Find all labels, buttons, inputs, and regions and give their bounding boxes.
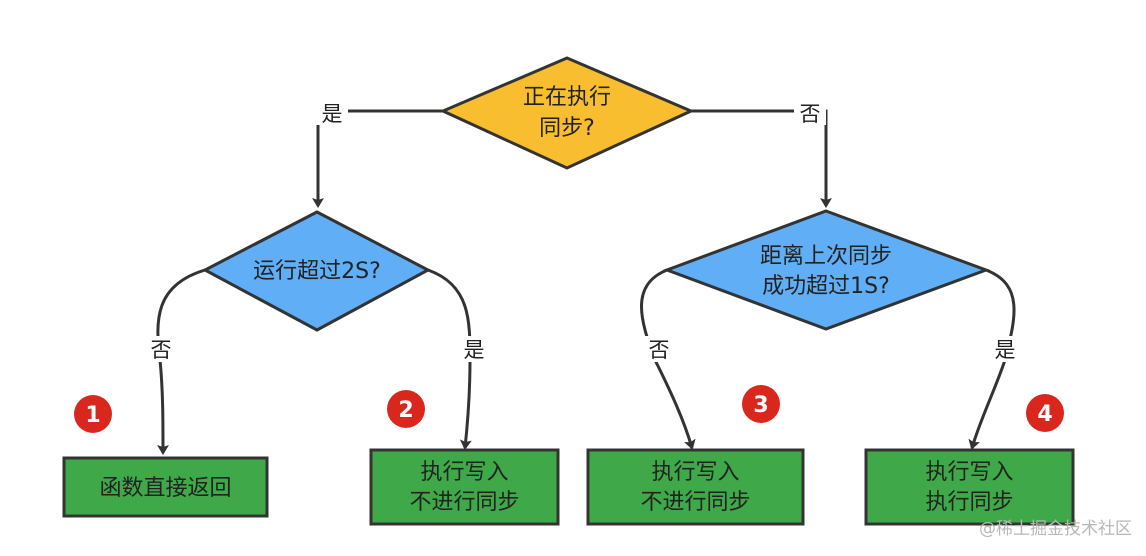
result-box-2: 执行写入 不进行同步 bbox=[369, 448, 560, 526]
root-decision: 正在执行 同步? bbox=[439, 56, 695, 170]
result-box-1: 函数直接返回 bbox=[62, 456, 269, 518]
badge-1-number: 1 bbox=[85, 403, 100, 428]
edge-label-left-no: 否 bbox=[151, 338, 172, 362]
result-box-2-line1: 执行写入 bbox=[420, 460, 508, 485]
badge-2-number: 2 bbox=[398, 398, 413, 423]
badge-4-number: 4 bbox=[1037, 402, 1052, 427]
right-decision-line2: 成功超过1S? bbox=[762, 274, 890, 299]
edge-label-root-no: 否 bbox=[800, 102, 821, 126]
edge-label-root-yes: 是 bbox=[322, 102, 343, 126]
root-decision-line2: 同步? bbox=[539, 116, 595, 141]
result-box-4-line1: 执行写入 bbox=[925, 460, 1013, 485]
edge-label-left-yes: 是 bbox=[464, 338, 485, 362]
left-decision-label: 运行超过2S? bbox=[253, 259, 381, 284]
root-decision-line1: 正在执行 bbox=[523, 85, 611, 110]
left-decision: 运行超过2S? bbox=[201, 210, 432, 332]
badge-3-number: 3 bbox=[753, 393, 768, 418]
badge-2: 2 bbox=[387, 390, 425, 428]
edge-label-right-no: 否 bbox=[649, 338, 670, 362]
result-box-1-label: 函数直接返回 bbox=[99, 476, 231, 501]
result-box-2-line2: 不进行同步 bbox=[409, 490, 519, 515]
right-decision-line1: 距离上次同步 bbox=[760, 244, 892, 269]
watermark: @稀土掘金技术社区 bbox=[979, 519, 1132, 539]
result-box-4-line2: 执行同步 bbox=[925, 490, 1013, 515]
result-box-3: 执行写入 不进行同步 bbox=[586, 448, 805, 526]
badge-1: 1 bbox=[74, 395, 112, 433]
result-box-3-line2: 不进行同步 bbox=[640, 490, 750, 515]
edge-label-right-yes: 是 bbox=[995, 338, 1016, 362]
badge-4: 4 bbox=[1026, 394, 1064, 432]
result-box-4: 执行写入 执行同步 bbox=[864, 448, 1075, 526]
right-decision: 距离上次同步 成功超过1S? bbox=[662, 209, 991, 331]
result-box-3-line1: 执行写入 bbox=[651, 460, 739, 485]
badge-3: 3 bbox=[742, 385, 780, 423]
